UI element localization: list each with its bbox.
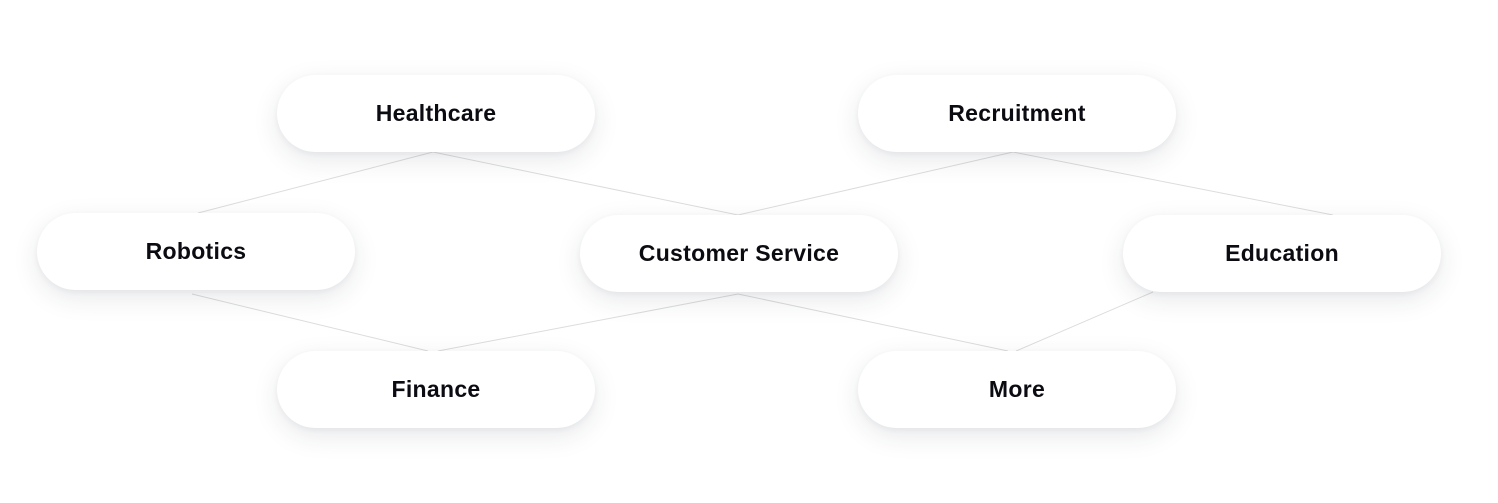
node-education[interactable]: Education xyxy=(1123,215,1441,292)
node-recruitment[interactable]: Recruitment xyxy=(858,75,1176,152)
connector-robotics-finance xyxy=(191,293,429,352)
node-customer-service-label: Customer Service xyxy=(638,240,840,266)
connector-healthcare-customer-service xyxy=(432,151,739,216)
connector-recruitment-customer-service xyxy=(737,151,1014,216)
node-healthcare-label: Healthcare xyxy=(375,100,497,126)
connector-healthcare-robotics xyxy=(197,151,434,214)
node-healthcare[interactable]: Healthcare xyxy=(277,75,595,152)
connector-customer-service-more xyxy=(737,293,1009,352)
node-finance[interactable]: Finance xyxy=(277,351,595,428)
node-recruitment-label: Recruitment xyxy=(948,100,1086,126)
node-more[interactable]: More xyxy=(858,351,1176,428)
connector-education-more xyxy=(1015,291,1154,352)
node-robotics[interactable]: Robotics xyxy=(37,213,355,290)
node-education-label: Education xyxy=(1225,240,1339,266)
node-more-label: More xyxy=(988,376,1046,402)
connector-recruitment-education xyxy=(1012,151,1334,216)
node-robotics-label: Robotics xyxy=(145,238,247,264)
node-finance-label: Finance xyxy=(391,376,481,402)
connector-customer-service-finance xyxy=(437,293,739,352)
node-customer-service[interactable]: Customer Service xyxy=(580,215,898,292)
